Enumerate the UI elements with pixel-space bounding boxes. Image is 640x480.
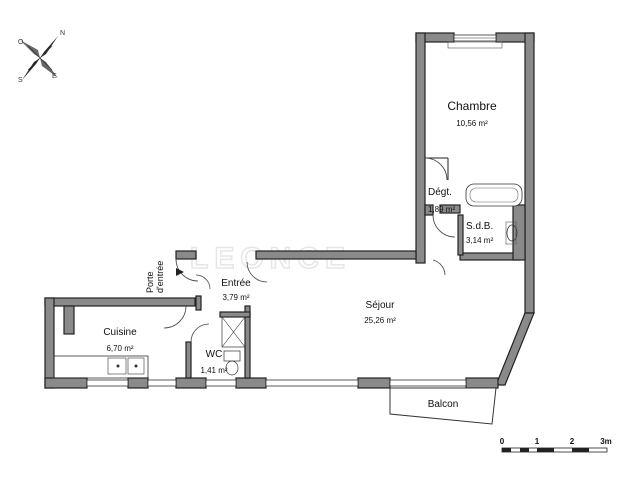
scale-label-2: 2	[570, 437, 575, 446]
scale-label-0: 0	[500, 437, 505, 446]
sdb-sink	[506, 224, 518, 242]
scale-bar: 0 1 2 3m	[500, 437, 612, 453]
walls	[44, 32, 535, 389]
room-name-wc: WC	[206, 349, 223, 360]
compass-icon: N S E O	[18, 30, 65, 84]
room-name-degt: Dégt.	[428, 187, 452, 198]
room-name-sejour: Séjour	[366, 300, 396, 311]
toilet	[223, 350, 241, 362]
compass-north-label: N	[60, 30, 65, 37]
room-area-entree: 3,79 m²	[222, 293, 249, 302]
room-area-degt: 1,89 m²	[428, 205, 455, 214]
entry-arrow-icon	[176, 268, 184, 276]
room-area-sejour: 25,26 m²	[364, 316, 396, 325]
room-area-sdb: 3,14 m²	[466, 236, 493, 245]
scale-label-1: 1	[535, 437, 540, 446]
porte-entree-label: Porte d'entrée	[145, 261, 165, 293]
room-name-cuisine: Cuisine	[103, 327, 137, 338]
compass-south-label: S	[18, 77, 23, 84]
room-area-wc: 1,41 m²	[200, 366, 227, 375]
room-name-chambre: Chambre	[447, 99, 497, 113]
kitchen-counter	[53, 355, 149, 379]
porte-entree-line1: Porte	[145, 271, 155, 293]
room-area-chambre: 10,56 m²	[456, 119, 488, 128]
room-name-balcon: Balcon	[428, 399, 459, 410]
doors	[163, 157, 456, 343]
porte-entree-line2: d'entrée	[155, 261, 165, 293]
bathtub	[465, 183, 523, 207]
interior-lines	[53, 157, 523, 379]
scale-label-3: 3m	[600, 437, 612, 446]
room-name-entree: Entrée	[221, 278, 251, 289]
kitchen-sink	[107, 357, 127, 375]
compass-east-label: E	[52, 73, 57, 80]
room-area-cuisine: 6,70 m²	[106, 344, 133, 353]
compass-west-label: O	[18, 39, 24, 46]
balcony-outline	[389, 387, 497, 425]
room-name-sdb: S.d.B.	[466, 221, 493, 232]
